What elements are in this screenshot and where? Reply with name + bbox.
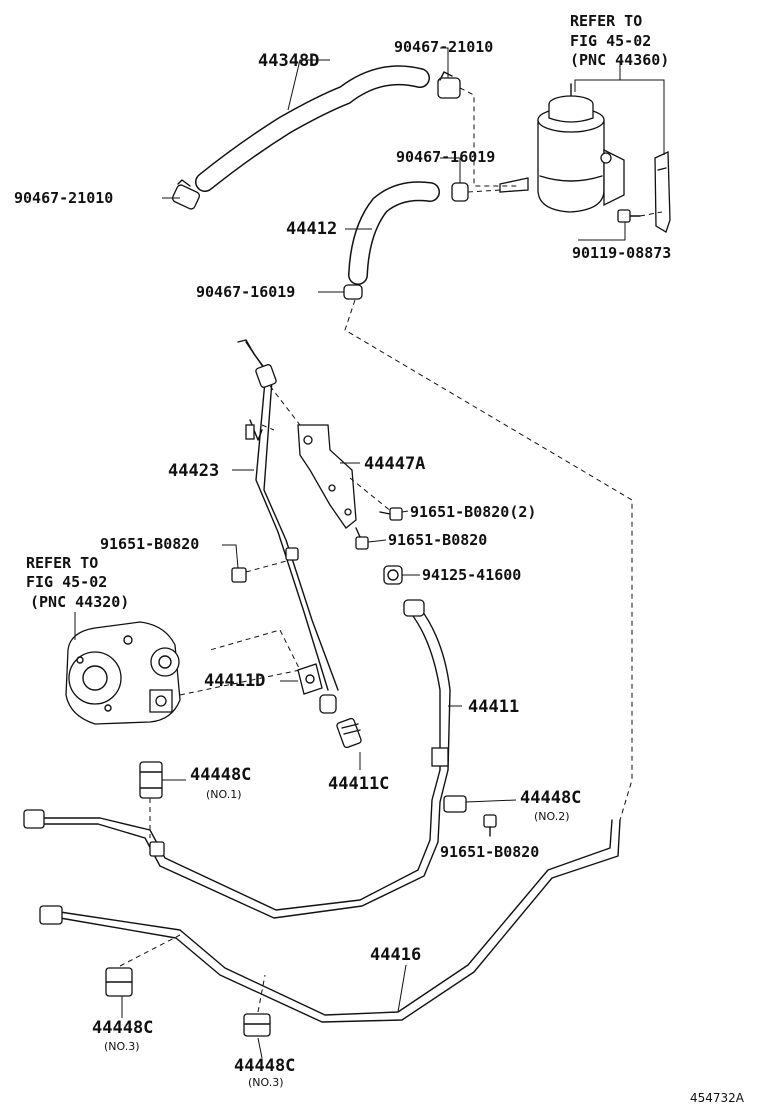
label-44412: 44412 (286, 219, 337, 239)
label-bolt-c: 91651-B0820 (100, 535, 199, 553)
refer-reservoir-line2: FIG 45-02 (570, 32, 651, 50)
label-44448c-no3b-sub: (NO.3) (248, 1076, 284, 1089)
label-nut-94125: 94125-41600 (422, 566, 521, 584)
label-bolt-a: 91651-B0820(2) (410, 503, 536, 521)
clamp-icon (139, 761, 163, 799)
label-44448c-no2-sub: (NO.2) (534, 810, 570, 823)
label-44423: 44423 (168, 461, 219, 481)
label-44348d: 44348D (258, 51, 319, 71)
label-44448c-no3b: 44448C (234, 1056, 295, 1076)
bolt-icon (383, 565, 403, 585)
refer-pump-line1: REFER TO (26, 554, 98, 572)
bolt-icon (483, 814, 497, 837)
clamp-icon (297, 663, 323, 695)
bolt-icon (379, 507, 403, 521)
hose-icon (403, 599, 451, 771)
clamp-icon (171, 179, 201, 210)
bolt-icon (617, 209, 641, 223)
reservoir-icon (499, 83, 625, 213)
diagram-code: 454732A (690, 1091, 745, 1105)
label-44416: 44416 (370, 945, 421, 965)
bolt-icon (336, 717, 362, 749)
clamp-icon (105, 967, 133, 997)
bracket-icon (654, 150, 671, 233)
bolt-icon (319, 694, 337, 714)
label-44411d: 44411D (204, 671, 265, 691)
label-bolt-b: 91651-B0820 (388, 531, 487, 549)
bolt-icon (255, 364, 277, 388)
label-clamp-low: 90467-16019 (196, 283, 295, 301)
bracket-icon (297, 424, 357, 529)
label-bolt-90119: 90119-08873 (572, 244, 671, 262)
label-44448c-no2: 44448C (520, 788, 581, 808)
pipe-icon (237, 339, 339, 691)
clamp-icon (451, 182, 469, 202)
label-44411c: 44411C (328, 774, 389, 794)
bolt-icon (355, 527, 369, 550)
hose-icon (195, 65, 430, 192)
refer-reservoir-line3: (PNC 44360) (570, 51, 669, 69)
clamp-icon (243, 1013, 271, 1037)
label-44448c-no1-sub: (NO.1) (206, 788, 242, 801)
label-44448c-no1: 44448C (190, 765, 251, 785)
pump-icon (65, 621, 181, 725)
label-clamp-top: 90467-21010 (394, 38, 493, 56)
label-44448c-no3a: 44448C (92, 1018, 153, 1038)
refer-pump-line2: FIG 45-02 (26, 573, 107, 591)
label-44448c-no3a-sub: (NO.3) (104, 1040, 140, 1053)
pipe-icon (23, 769, 449, 919)
refer-pump-line3: (PNC 44320) (30, 593, 129, 611)
label-44411: 44411 (468, 697, 519, 717)
label-44447a: 44447A (364, 454, 425, 474)
label-clamp-mid: 90467-16019 (396, 148, 495, 166)
clamp-icon (443, 795, 467, 813)
clamp-icon (343, 284, 363, 300)
refer-reservoir-line1: REFER TO (570, 12, 642, 30)
hose-icon (348, 181, 440, 285)
label-bolt-d: 91651-B0820 (440, 843, 539, 861)
label-clamp-left: 90467-21010 (14, 189, 113, 207)
clamp-icon (437, 71, 461, 99)
bolt-icon (231, 547, 299, 583)
